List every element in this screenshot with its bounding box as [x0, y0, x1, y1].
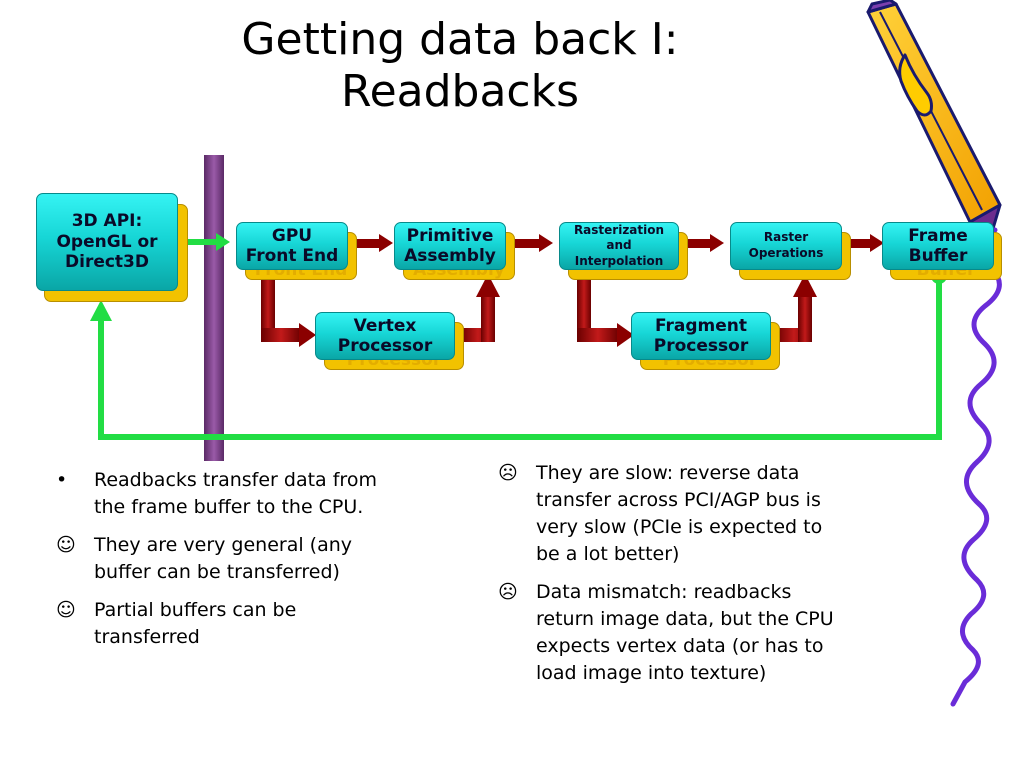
node-3d-api-line-3: Direct3D: [65, 252, 149, 273]
smiley-icon: ☺: [56, 534, 76, 556]
node-gpu-front-end: GPU Front End: [236, 222, 348, 270]
node-3d-api: 3D API: OpenGL or Direct3D: [36, 193, 178, 291]
node-rasterization-line-1: Rasterization: [573, 222, 665, 237]
squiggle-line: [950, 227, 1002, 707]
pencil-clipart: [866, 0, 1002, 234]
node-3d-api-line-1: 3D API:: [71, 211, 143, 232]
fragment-branch-arrows: [577, 274, 817, 347]
node-fragment-processor-line-2: Processor: [653, 336, 749, 356]
node-primitive-assembly: Primitive Assembly: [394, 222, 506, 270]
bullet-right-2-line-3: expects vertex data (or has to: [536, 635, 824, 657]
bullet-left-3-line-1: Partial buffers can be: [94, 599, 297, 621]
node-gpu-front-end-line-1: GPU: [271, 225, 313, 246]
frown-icon: ☹: [498, 581, 518, 603]
node-frame-buffer-line-1: Frame: [908, 225, 968, 246]
bullet-right-2-line-2: return image data, but the CPU: [536, 608, 834, 630]
bullets-left: • Readbacks transfer data from the frame…: [56, 467, 456, 662]
slide-title: Getting data back I: Readbacks: [150, 14, 770, 118]
bullet-right-1-line-3: very slow (PCIe is expected to: [536, 516, 823, 538]
bullet-right-1-line-2: transfer across PCI/AGP bus is: [536, 489, 821, 511]
readback-path: [98, 276, 942, 440]
bullets-right: ☹ They are slow: reverse data transfer a…: [498, 460, 898, 698]
cpu-gpu-separator: [204, 155, 224, 461]
node-fragment-processor-line-1: Fragment: [654, 315, 748, 336]
vertex-branch-arrows: [261, 274, 500, 347]
title-line-2: Readbacks: [340, 66, 580, 117]
readback-arrowhead: [90, 300, 112, 321]
pipeline-arrows: [355, 234, 884, 252]
node-vertex-processor-line-1: Vertex: [353, 315, 417, 336]
node-vertex-processor-line-2: Processor: [337, 336, 433, 356]
node-3d-api-line-2: OpenGL or: [56, 231, 158, 252]
bullet-left-3-line-2: transferred: [94, 626, 200, 648]
node-raster-operations-line-2: Operations: [748, 246, 824, 260]
smiley-icon: ☺: [56, 599, 76, 621]
bullet-left-1-line-1: Readbacks transfer data from: [94, 469, 377, 491]
bullet-left-2-line-2: buffer can be transferred): [94, 561, 340, 583]
node-vertex-processor: Vertex Processor: [315, 312, 455, 360]
node-rasterization-line-3: Interpolation: [574, 253, 664, 268]
node-rasterization-line-2: and: [606, 238, 632, 253]
node-frame-buffer: Frame Buffer: [882, 222, 994, 270]
bullet-right-2: ☹ Data mismatch: readbacks return image …: [498, 579, 898, 687]
bullet-left-1: • Readbacks transfer data from the frame…: [56, 467, 456, 521]
bullet-right-1-line-1: They are slow: reverse data: [536, 462, 800, 484]
node-primitive-assembly-line-1: Primitive: [406, 225, 494, 246]
bullet-right-1-line-4: be a lot better): [536, 543, 680, 565]
bullet-left-1-line-2: the frame buffer to the CPU.: [94, 496, 364, 518]
bullet-right-1: ☹ They are slow: reverse data transfer a…: [498, 460, 898, 568]
node-raster-operations-line-1: Raster: [763, 230, 809, 245]
title-line-1: Getting data back I:: [241, 14, 679, 65]
bullet-left-2: ☺ They are very general (any buffer can …: [56, 532, 456, 586]
node-fragment-processor: Fragment Processor: [631, 312, 771, 360]
node-primitive-assembly-line-2: Assembly: [404, 246, 496, 266]
node-raster-operations: Raster Operations: [730, 222, 842, 270]
node-frame-buffer-line-2: Buffer: [908, 246, 968, 266]
node-gpu-front-end-line-2: Front End: [245, 246, 339, 266]
bullet-right-2-line-1: Data mismatch: readbacks: [536, 581, 792, 603]
bullet-left-2-line-1: They are very general (any: [94, 534, 353, 556]
bullet-right-2-line-4: load image into texture): [536, 662, 767, 684]
bullet-left-3: ☺ Partial buffers can be transferred: [56, 597, 456, 651]
frown-icon: ☹: [498, 462, 518, 484]
node-rasterization: Rasterization and Interpolation: [559, 222, 679, 270]
bullet-dot-icon: •: [56, 469, 68, 491]
